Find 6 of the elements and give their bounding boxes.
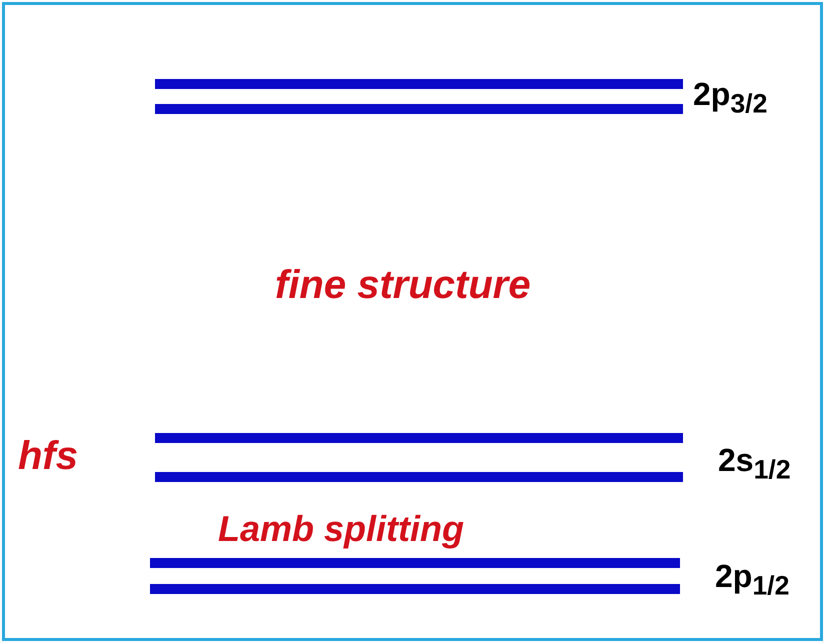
region-label: fine structure (275, 265, 531, 305)
level-label: 2s$_{1/2}$ (718, 444, 791, 484)
level-label: 2p$_{1/2}$ (715, 560, 790, 600)
level-label: 2p$_{3/2}$ (693, 78, 768, 118)
region-label: Lamb splitting (218, 511, 464, 547)
region-label: hfs (18, 436, 78, 476)
